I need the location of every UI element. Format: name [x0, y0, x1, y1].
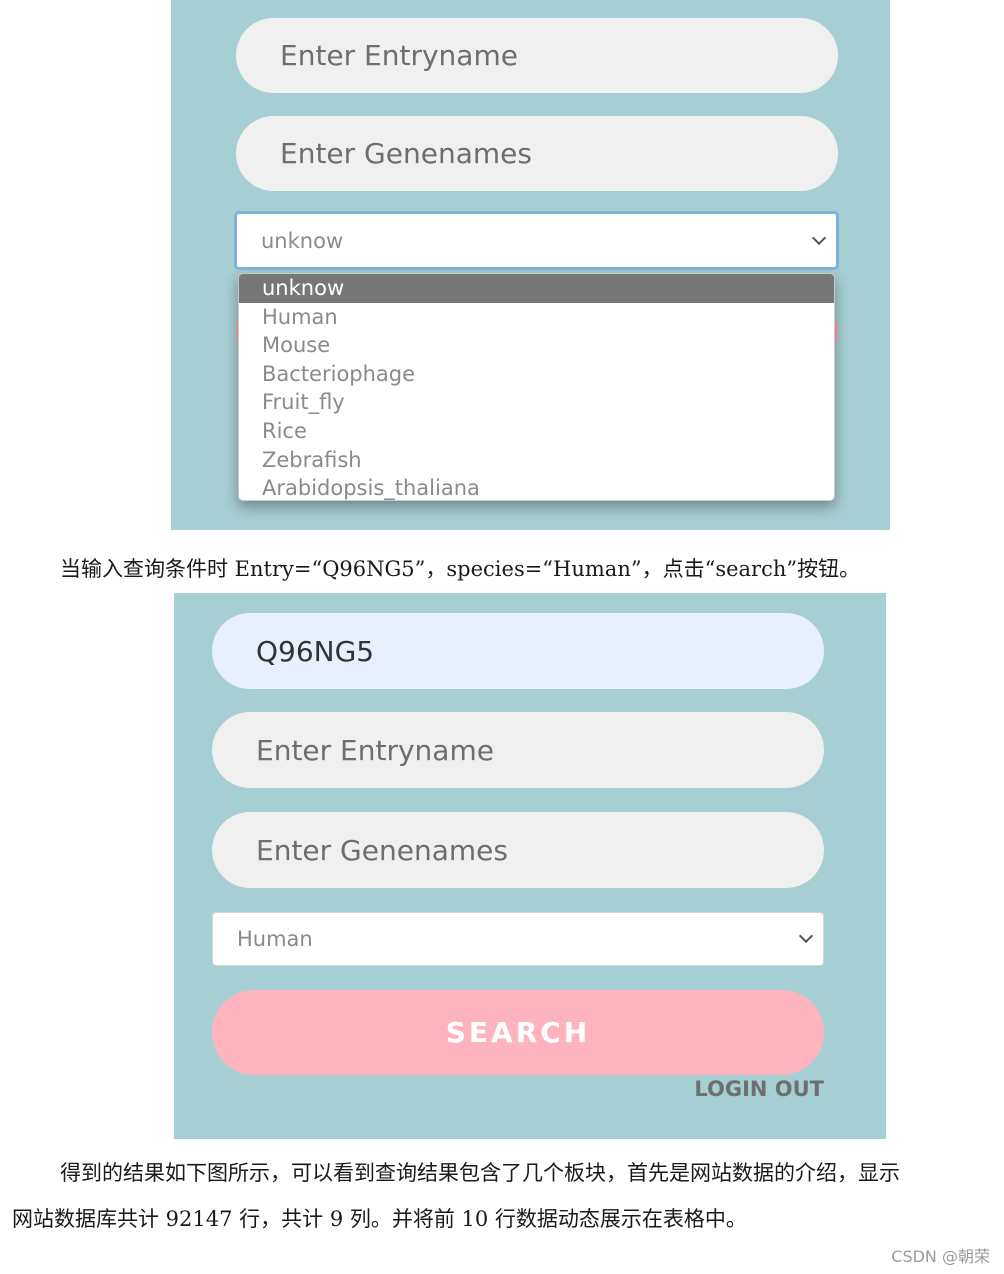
entryname-input[interactable]: Enter Entryname: [236, 18, 838, 93]
genenames-placeholder: Enter Genenames: [280, 137, 532, 170]
entryname-placeholder: Enter Entryname: [280, 39, 518, 72]
search-button-label: SEARCH: [445, 1016, 591, 1049]
screenshot-panel-dropdown: Enter Entryname Enter Genenames unknow u…: [171, 0, 890, 530]
chevron-down-icon: [811, 230, 827, 245]
genenames-input[interactable]: Enter Genenames: [236, 116, 838, 191]
species-option[interactable]: Mouse: [262, 333, 331, 358]
search-button-edge-right: [834, 322, 838, 342]
result-paragraph-line2: 网站数据库共计 92147 行，共计 9 列。并将前 10 行数据动态展示在表格…: [12, 1207, 747, 1231]
chevron-down-icon: [798, 928, 814, 944]
genenames-placeholder: Enter Genenames: [256, 833, 508, 867]
screenshot-panel-filled: Q96NG5 Enter Entryname Enter Genenames H…: [174, 593, 886, 1139]
species-option[interactable]: Zebrafish: [262, 447, 362, 472]
species-select[interactable]: unknow: [234, 211, 839, 270]
species-select-value: unknow: [261, 228, 344, 253]
entryname-placeholder: Enter Entryname: [256, 733, 494, 767]
species-option[interactable]: Bacteriophage: [262, 361, 416, 386]
species-option[interactable]: Human: [262, 304, 338, 329]
caption-text: 当输入查询条件时 Entry=“Q96NG5”，species=“Human”，…: [60, 557, 861, 581]
species-option[interactable]: Arabidopsis_thaliana: [262, 476, 480, 501]
result-paragraph-line1: 得到的结果如下图所示，可以看到查询结果包含了几个板块，首先是网站数据的介绍，显示: [60, 1161, 900, 1185]
species-option[interactable]: Fruit_fly: [262, 390, 345, 415]
species-select-value: Human: [237, 927, 313, 951]
entryname-input[interactable]: Enter Entryname: [212, 712, 824, 788]
species-select[interactable]: Human: [212, 912, 824, 966]
entry-input[interactable]: Q96NG5: [212, 613, 824, 689]
species-option[interactable]: Rice: [262, 418, 307, 443]
csdn-watermark: CSDN @朝荣: [891, 1247, 990, 1266]
search-button[interactable]: SEARCH: [212, 990, 824, 1075]
login-out-link[interactable]: LOGIN OUT: [694, 1077, 824, 1101]
species-option[interactable]: unknow: [239, 274, 834, 303]
entry-input-value: Q96NG5: [256, 634, 375, 668]
genenames-input[interactable]: Enter Genenames: [212, 812, 824, 888]
